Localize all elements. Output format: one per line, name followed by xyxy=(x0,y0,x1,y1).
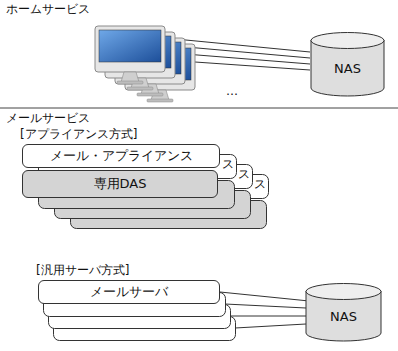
node-text: メールサーバ xyxy=(90,283,168,301)
das-box: 専用DAS xyxy=(22,170,218,198)
node-text: 専用DAS xyxy=(94,175,147,193)
group-label: [アプライアンス方式] xyxy=(20,127,137,141)
ellipsis: … xyxy=(226,84,238,98)
appliance-box: メール・アプライアンス xyxy=(22,144,220,168)
node-text: NAS xyxy=(330,309,357,324)
connector xyxy=(220,292,306,301)
stack-text: ス xyxy=(222,157,234,171)
server-box: メールサーバ xyxy=(38,280,220,304)
stack-text: ス xyxy=(254,177,266,191)
node-text: メール・アプライアンス xyxy=(50,147,193,165)
nas-cylinder: NAS xyxy=(310,32,385,97)
node-text: NAS xyxy=(334,61,361,76)
section-title: メールサービス xyxy=(6,111,90,125)
stack-text: ス xyxy=(238,167,250,181)
group-label: [汎用サーバ方式] xyxy=(36,263,129,277)
section-title: ホームサービス xyxy=(6,2,90,16)
nas-cylinder: NAS xyxy=(305,283,382,342)
